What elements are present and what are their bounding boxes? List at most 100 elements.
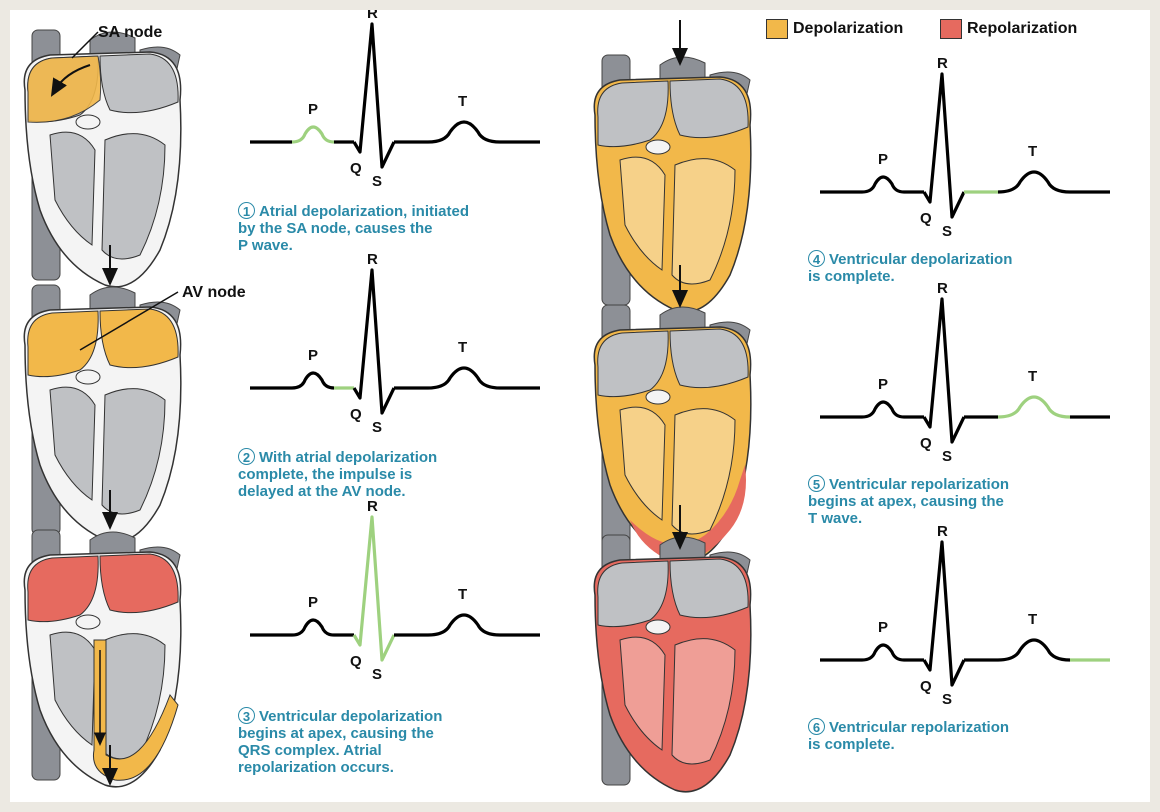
caption-text: delayed at the AV node. [238, 483, 406, 500]
r-peak-label: R [937, 523, 948, 540]
right-ventricle [49, 631, 96, 746]
valve [645, 619, 671, 635]
heart-illustration [593, 534, 752, 793]
ecg-segment-p [861, 643, 905, 662]
right-ventricle [49, 131, 96, 246]
caption-text: repolarization occurs. [238, 759, 394, 776]
left-atrium [99, 308, 179, 369]
right-atrium [597, 330, 669, 398]
step-number-badge: 6 [808, 718, 825, 735]
heart-illustration [593, 54, 752, 313]
heart-illustration [593, 304, 752, 563]
caption-text: With atrial depolarization [259, 449, 438, 466]
r-peak-label: R [367, 10, 378, 22]
p-wave-label: P [308, 101, 318, 118]
q-label: Q [350, 653, 362, 670]
caption-text: Ventricular repolarization [829, 719, 1010, 736]
caption-text: Ventricular depolarization [259, 708, 443, 725]
right-ventricle [619, 636, 666, 751]
r-peak-label: R [937, 55, 948, 72]
repolarization-swatch [940, 19, 962, 39]
q-label: Q [920, 678, 932, 695]
caption-text: by the SA node, causes the [238, 220, 433, 237]
p-wave-label: P [878, 619, 888, 636]
caption-line: delayed at the AV node. [238, 483, 437, 500]
apex-repolarization [630, 465, 746, 562]
caption-text: complete, the impulse is [238, 466, 413, 483]
ecg-segment-qrs [922, 540, 966, 687]
ecg-segment-p [291, 618, 335, 637]
sa-node-label: SA node [98, 24, 163, 41]
caption-line: complete, the impulse is [238, 466, 437, 483]
p-wave-label: P [878, 151, 888, 168]
s-label: S [942, 691, 952, 708]
s-label: S [942, 223, 952, 240]
caption-line: T wave. [808, 510, 1009, 527]
left-atrium [669, 558, 749, 619]
heart-illustration [23, 529, 182, 788]
ecg-segment-p [291, 125, 335, 144]
caption-text: is complete. [808, 268, 895, 285]
t-wave-label: T [458, 339, 467, 356]
valve [75, 114, 101, 130]
r-peak-label: R [367, 251, 378, 268]
ecg-segment-t [427, 613, 501, 637]
p-wave-label: P [308, 347, 318, 364]
caption-text: P wave. [238, 237, 293, 254]
valve [645, 389, 671, 405]
heart-illustration [23, 284, 182, 543]
ecg-segment-qrs [922, 72, 966, 219]
ecg-segment-t [427, 366, 501, 390]
step-number-badge: 2 [238, 448, 255, 465]
ecg-segment-qrs [922, 297, 966, 444]
s-label: S [942, 448, 952, 465]
ecg-segment-qrs [352, 268, 396, 415]
av-node-leader [79, 291, 179, 351]
septum-depolarization [92, 639, 179, 781]
caption-text: begins at apex, causing the [238, 725, 434, 742]
caption-line: is complete. [808, 736, 1009, 753]
right-ventricle [49, 386, 96, 501]
caption-line: QRS complex. Atrial [238, 742, 442, 759]
left-ventricle [671, 638, 736, 765]
right-ventricle [619, 156, 666, 271]
caption-line: P wave. [238, 237, 469, 254]
step-number-badge: 3 [238, 707, 255, 724]
ecg-segment-p [861, 175, 905, 194]
caption-text: Atrial depolarization, initiated [259, 203, 470, 220]
ecg-segment-t [997, 638, 1071, 662]
step-number-badge: 4 [808, 250, 825, 267]
caption-line: begins at apex, causing the [238, 725, 442, 742]
sa-arrow [50, 64, 91, 97]
valve [75, 614, 101, 630]
step-number-badge: 5 [808, 475, 825, 492]
caption-text: begins at apex, causing the [808, 493, 1004, 510]
q-label: Q [920, 435, 932, 452]
t-wave-label: T [1028, 143, 1037, 160]
p-wave-label: P [308, 594, 318, 611]
r-peak-label: R [937, 280, 948, 297]
ecg-segment-p [291, 371, 335, 390]
caption-text: Ventricular repolarization [829, 476, 1010, 493]
ecg-segment-t [997, 395, 1071, 419]
caption-text: QRS complex. Atrial [238, 742, 382, 759]
p-wave-label: P [878, 376, 888, 393]
ecg-segment-qrs [352, 515, 396, 662]
caption-line: begins at apex, causing the [808, 493, 1009, 510]
right-atrium [27, 555, 99, 623]
